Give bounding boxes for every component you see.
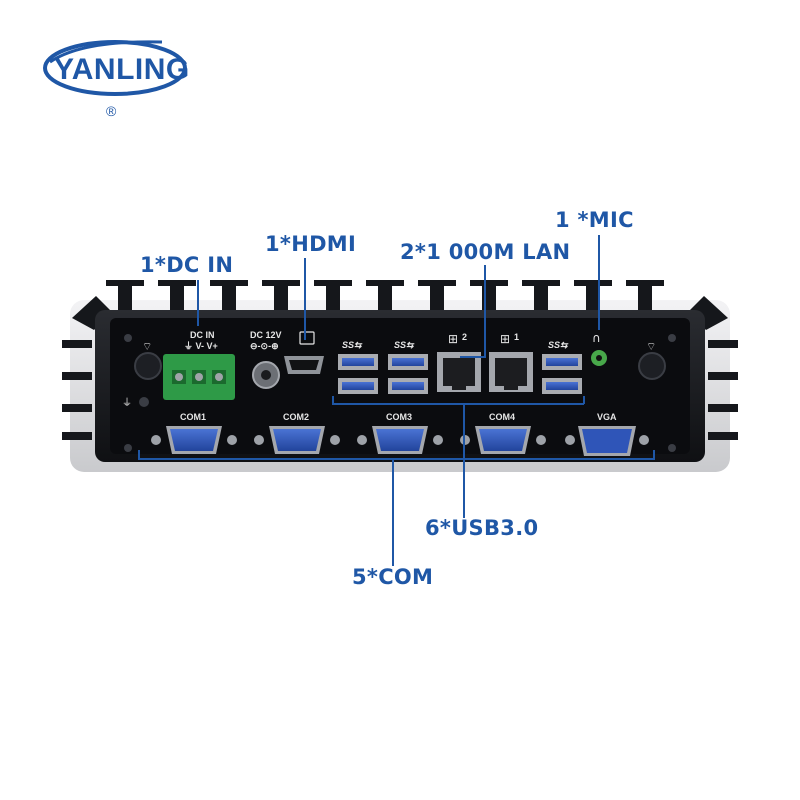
com3-label: COM3 (386, 412, 412, 422)
com4-label: COM4 (489, 412, 515, 422)
usb-logo: SS⇆ (342, 340, 363, 350)
logo-swoosh-icon: YANLING ® (43, 40, 190, 119)
com-bracket (138, 458, 654, 460)
vga-port (565, 426, 649, 456)
lan-leader (484, 265, 486, 357)
screws (124, 334, 676, 452)
lan-leader-foot (460, 356, 486, 358)
com-callout: 5*COM (352, 565, 434, 589)
lan1-number: 1 (514, 332, 519, 342)
com-port-1 (151, 426, 237, 454)
usb-callout: 6*USB3.0 (425, 516, 539, 540)
usb-bracket (332, 403, 584, 405)
wifi-icon: ⌔ (646, 340, 656, 353)
side-fins (62, 340, 738, 440)
heatsink-fins (106, 280, 664, 314)
dc-in-pins: ⏚ V- V+ (184, 341, 218, 351)
usb-bracket-right (583, 396, 585, 404)
com-bracket-left (138, 450, 140, 460)
brand-name: YANLING (54, 53, 190, 86)
usb-leader (463, 403, 465, 518)
dc-in-callout: 1*DC IN (140, 253, 234, 277)
dc-in-label: DC IN (190, 330, 215, 340)
network-icon: ⊞ (500, 332, 510, 346)
hdmi-callout: 1*HDMI (265, 232, 357, 256)
lan2-number: 2 (462, 332, 467, 342)
com-port-4 (460, 426, 546, 454)
antenna-right (638, 352, 666, 380)
com-port-3 (357, 426, 443, 454)
usb-bracket-left (332, 396, 334, 404)
com2-label: COM2 (283, 412, 309, 422)
headphone-icon: ∩ (592, 331, 601, 345)
brand-logo: YANLING ® (42, 22, 192, 122)
mic-callout: 1 *MIC (555, 208, 634, 232)
ground-icon: ⏚ (122, 397, 132, 409)
mic-leader (598, 235, 600, 330)
dc12v-label: DC 12V (250, 330, 282, 340)
usb-logo: SS⇆ (394, 340, 415, 350)
usb-logo: SS⇆ (548, 340, 569, 350)
com-bracket-right (653, 450, 655, 460)
antenna-left (134, 352, 162, 380)
com1-label: COM1 (180, 412, 206, 422)
dc-in-leader (197, 280, 199, 326)
wifi-icon: ⌔ (142, 340, 152, 353)
dc12v-symbol: ⊖-⊙-⊕ (250, 341, 279, 351)
lan-callout: 2*1 000M LAN (400, 240, 571, 264)
com-leader (392, 458, 394, 566)
hdmi-leader (304, 258, 306, 340)
vga-label: VGA (597, 412, 617, 422)
hdmi-icon (299, 331, 315, 345)
com-port-2 (254, 426, 340, 454)
network-icon: ⊞ (448, 332, 458, 346)
registered-mark: ® (106, 103, 117, 119)
